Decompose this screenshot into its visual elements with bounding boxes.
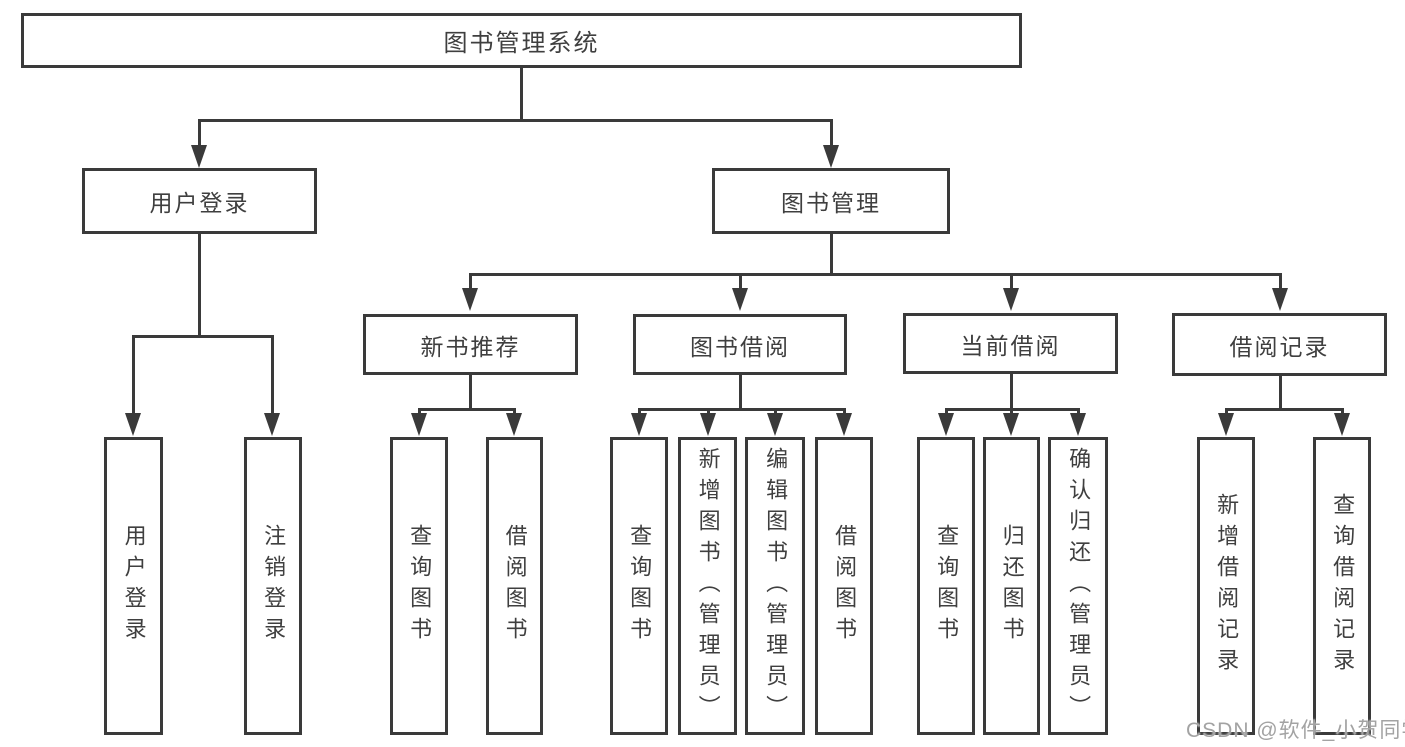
connector-level1-rail [198, 119, 832, 122]
leaf-logout-label: 注销登录 [261, 524, 287, 648]
leaf-bb-query-books: 查询图书 [610, 437, 668, 735]
arrow-to-book-mgmt-shaft [830, 119, 833, 147]
connector-level3-rail [469, 273, 1282, 276]
arrow-leaf-logout-shaft [271, 335, 274, 413]
arrow-nb-query-head [411, 413, 427, 436]
arrow-bb-query-shaft [638, 408, 641, 415]
node-book-mgmt: 图书管理 [712, 168, 950, 234]
connector-new-books-rail [418, 408, 516, 411]
arrow-to-borrow-records-shaft [1279, 273, 1282, 289]
leaf-bb-borrow-books: 借阅图书 [815, 437, 873, 735]
arrow-bb-edit-head [767, 413, 783, 436]
arrow-leaf-login-shaft [132, 335, 135, 413]
arrow-to-borrow-records-head [1272, 288, 1288, 311]
leaf-br-query-record-label: 查询借阅记录 [1330, 493, 1356, 679]
arrow-bb-add-shaft [707, 408, 710, 415]
leaf-br-add-record: 新增借阅记录 [1197, 437, 1255, 735]
arrow-cb-query-shaft [945, 408, 948, 415]
leaf-bb-edit-book-admin-label: 编辑图书（管理员） [763, 446, 789, 726]
leaf-bb-query-books-label: 查询图书 [627, 524, 653, 648]
node-user-login: 用户登录 [82, 168, 317, 234]
leaf-bb-edit-book-admin: 编辑图书（管理员） [745, 437, 805, 735]
arrow-to-new-books-shaft [469, 273, 472, 289]
leaf-bb-add-book-admin-label: 新增图书（管理员） [695, 446, 721, 726]
node-current-borrow: 当前借阅 [903, 313, 1118, 374]
leaf-user-login-label: 用户登录 [121, 524, 147, 648]
connector-current-borrow-stub [1010, 374, 1013, 410]
leaf-cb-query-books: 查询图书 [917, 437, 975, 735]
node-new-books: 新书推荐 [363, 314, 578, 375]
arrow-br-add-head [1218, 413, 1234, 436]
leaf-bb-add-book-admin: 新增图书（管理员） [678, 437, 737, 735]
arrow-to-user-login-shaft [198, 119, 201, 147]
node-borrow-records: 借阅记录 [1172, 313, 1387, 376]
connector-root-stub [520, 66, 523, 121]
leaf-bb-borrow-books-label: 借阅图书 [832, 524, 858, 648]
leaf-cb-query-books-label: 查询图书 [934, 524, 960, 648]
arrow-to-book-borrow-head [732, 288, 748, 311]
leaf-user-login: 用户登录 [104, 437, 163, 735]
arrow-leaf-login-head [125, 413, 141, 436]
leaf-br-query-record: 查询借阅记录 [1313, 437, 1371, 735]
arrow-br-query-head [1334, 413, 1350, 436]
arrow-bb-edit-shaft [774, 408, 777, 415]
arrow-nb-borrow-head [506, 413, 522, 436]
arrow-br-query-shaft [1341, 408, 1344, 415]
arrow-to-current-borrow-head [1003, 288, 1019, 311]
leaf-cb-return-books: 归还图书 [983, 437, 1040, 735]
connector-borrow-records-rail [1225, 408, 1343, 411]
connector-book-borrow-stub [739, 375, 742, 410]
arrow-bb-borrow-head [836, 413, 852, 436]
leaf-nb-query-books: 查询图书 [390, 437, 448, 735]
arrow-cb-return-shaft [1010, 408, 1013, 415]
connector-user-login-stub [198, 233, 201, 337]
leaf-logout: 注销登录 [244, 437, 302, 735]
arrow-to-new-books-head [462, 288, 478, 311]
arrow-leaf-logout-head [264, 413, 280, 436]
connector-book-borrow-rail [638, 408, 846, 411]
arrow-to-book-mgmt-head [823, 145, 839, 168]
arrow-bb-add-head [700, 413, 716, 436]
arrow-to-user-login-head [191, 145, 207, 168]
arrow-to-current-borrow-shaft [1010, 273, 1013, 289]
arrow-cb-confirm-head [1070, 413, 1086, 436]
arrow-cb-return-head [1003, 413, 1019, 436]
connector-user-login-rail [132, 335, 274, 338]
connector-borrow-records-stub [1279, 376, 1282, 410]
arrow-to-book-borrow-shaft [739, 273, 742, 289]
leaf-cb-return-books-label: 归还图书 [999, 524, 1025, 648]
arrow-bb-query-head [631, 413, 647, 436]
arrow-br-add-shaft [1225, 408, 1228, 415]
connector-book-mgmt-stub [830, 234, 833, 276]
leaf-br-add-record-label: 新增借阅记录 [1214, 493, 1240, 679]
leaf-nb-borrow-books: 借阅图书 [486, 437, 543, 735]
arrow-nb-query-shaft [418, 408, 421, 415]
arrow-cb-query-head [938, 413, 954, 436]
node-book-borrow: 图书借阅 [633, 314, 847, 375]
leaf-nb-query-books-label: 查询图书 [407, 524, 433, 648]
watermark: CSDN @软件_小贺同学 [1186, 719, 1405, 742]
leaf-cb-confirm-return-admin: 确认归还（管理员） [1048, 437, 1108, 735]
arrow-nb-borrow-shaft [513, 408, 516, 415]
arrow-cb-confirm-shaft [1077, 408, 1080, 415]
leaf-cb-confirm-return-admin-label: 确认归还（管理员） [1066, 446, 1092, 726]
connector-new-books-stub [469, 375, 472, 410]
leaf-nb-borrow-books-label: 借阅图书 [502, 524, 528, 648]
arrow-bb-borrow-shaft [843, 408, 846, 415]
node-root: 图书管理系统 [21, 13, 1022, 68]
